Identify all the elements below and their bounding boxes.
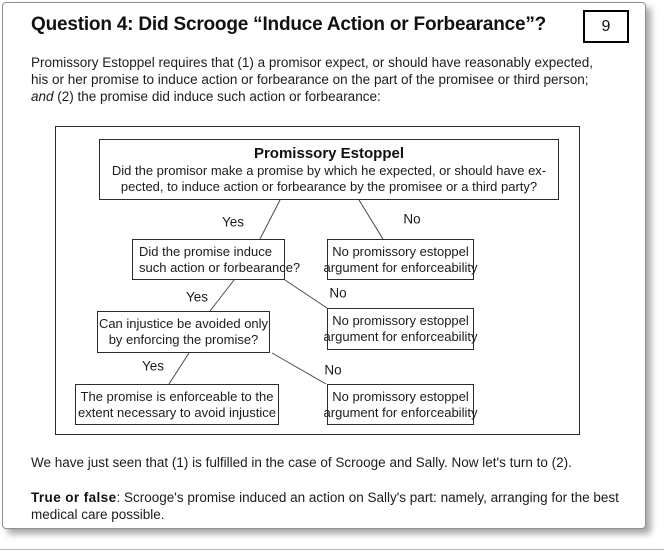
connector-q3-yes (168, 352, 190, 385)
no-estoppel-1-line-2: argument for enforceability (323, 259, 478, 275)
no-estoppel-3-line-1: No promissory estoppel (332, 388, 469, 404)
intro-line-3-rest: (2) the promise did induce such action o… (53, 89, 381, 104)
footer-sentence: We have just seen that (1) is fulfilled … (31, 455, 572, 470)
flowchart-node-enforceable: The promise is enforceable to the extent… (75, 384, 279, 425)
flowchart-node-root: Promissory Estoppel Did the promisor mak… (99, 139, 559, 200)
viewport-bottom-edge (0, 549, 664, 550)
intro-line-3: and (2) the promise did induce such acti… (31, 88, 643, 105)
no-estoppel-1-line-1: No promissory estoppel (332, 243, 469, 259)
slide-number: 9 (601, 17, 611, 35)
intro-line-2: his or her promise to induce action or f… (31, 72, 589, 87)
no-estoppel-3-line-2: argument for enforceability (323, 404, 478, 420)
slide: Question 4: Did Scrooge “Induce Action o… (2, 2, 646, 529)
flowchart-container: Promissory Estoppel Did the promisor mak… (55, 126, 580, 435)
intro-italic-and: and (31, 89, 54, 104)
question2-line-1: Did the promise induce (139, 243, 272, 259)
flowchart-node-no-estoppel-1: No promissory estoppel argument for enfo… (324, 239, 477, 280)
true-or-false-rest: : Scrooge's promise induced an action on… (116, 490, 619, 505)
connector-q2-yes (209, 279, 235, 312)
edge-label-yes-1: Yes (221, 214, 245, 230)
question2-line-2: such action or forbearance? (139, 259, 301, 275)
flowchart-node-question3: Can injustice be avoided only by enforci… (97, 311, 270, 353)
flowchart-connector-lines (168, 199, 384, 385)
no-estoppel-2-line-1: No promissory estoppel (332, 313, 469, 328)
no-estoppel-2-line-2: argument for enforceability (323, 329, 478, 344)
footer-true-or-false-line-1: True or false: Scrooge's promise induced… (31, 489, 643, 506)
edge-label-no-1: No (403, 211, 421, 227)
edge-label-no-3: No (324, 362, 342, 378)
intro-line-1: Promissory Estoppel requires that (1) a … (31, 55, 594, 70)
edge-label-yes-3: Yes (141, 358, 165, 374)
question3-line-2: by enforcing the promise? (108, 332, 259, 347)
footer-true-or-false-line-2: medical care possible. (31, 507, 165, 522)
connector-root-no (358, 199, 384, 240)
connector-q3-no (271, 352, 327, 385)
true-or-false-bold: True or false (31, 490, 117, 505)
edge-label-no-2: No (329, 285, 347, 301)
root-node-line-2: pected, to induce action or forbearance … (120, 179, 538, 194)
connector-q2-no (284, 279, 328, 309)
connector-root-yes (259, 199, 281, 240)
root-node-line-1: Did the promisor make a promise by which… (111, 163, 547, 178)
slide-number-box: 9 (583, 10, 629, 43)
root-node-title: Promissory Estoppel (253, 145, 405, 162)
flowchart-node-no-estoppel-2: No promissory estoppel argument for enfo… (324, 308, 477, 350)
intro-paragraph: Promissory Estoppel requires that (1) a … (31, 54, 643, 105)
enforceable-line-2: extent necessary to avoid injustice (78, 404, 276, 420)
footer-true-or-false: True or false: Scrooge's promise induced… (31, 489, 643, 523)
edge-label-yes-2: Yes (185, 289, 209, 305)
enforceable-line-1: The promise is enforceable to the (80, 388, 274, 404)
flowchart-node-question2: Did the promise induce such action or fo… (132, 239, 300, 280)
flowchart-node-no-estoppel-3: No promissory estoppel argument for enfo… (324, 384, 477, 425)
slide-title: Question 4: Did Scrooge “Induce Action o… (31, 14, 547, 35)
question3-line-1: Can injustice be avoided only (98, 316, 269, 331)
